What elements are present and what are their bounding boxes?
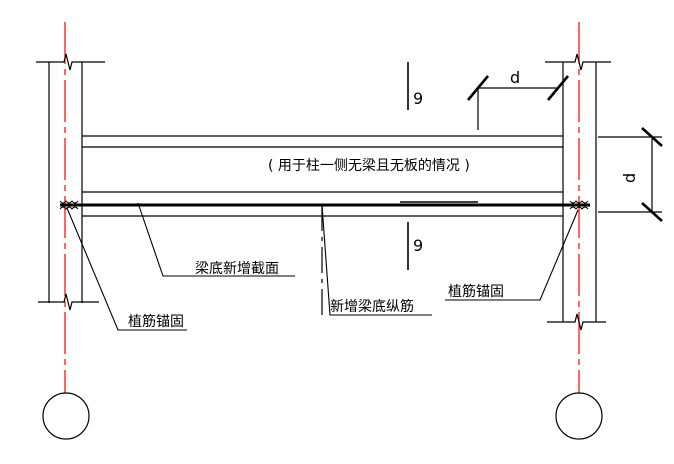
dimension-top-label: d [510,68,520,87]
left-column [36,53,105,311]
dimension-right [598,127,663,222]
new-bottom-rebar [59,200,590,210]
dimension-top [467,75,569,130]
section-mark-bottom: 9 [413,236,423,255]
axis-bubble-left [42,392,90,440]
axis-bubble-right [555,392,603,440]
note-label: ( 用于柱一侧无梁且无板的情况 ) [268,158,470,174]
left-anchorage-label: 植筋锚固 [128,313,184,330]
right-anchorage-label: 植筋锚固 [448,283,504,300]
dimension-right-label: d [620,173,639,183]
new-bottom-rebar-label: 新增梁底纵筋 [330,298,414,315]
beam-bottom-section-label: 梁底新增截面 [195,261,279,277]
leader-lines [66,202,579,331]
section-mark-top: 9 [413,89,423,108]
